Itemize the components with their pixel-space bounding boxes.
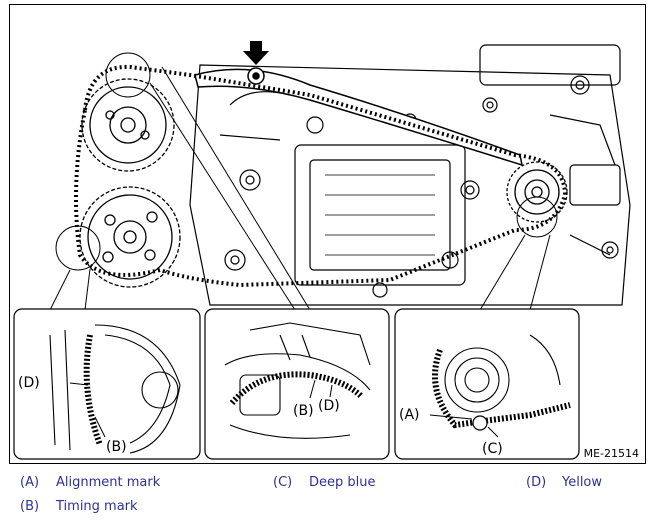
callout-d-mid: (D)	[318, 398, 340, 414]
camshaft-sprocket-upper	[81, 78, 175, 172]
legend-label: Alignment mark	[56, 475, 161, 490]
arrow-icon	[243, 41, 269, 65]
callout-c-right: (C)	[482, 441, 503, 457]
engine-block	[189, 44, 631, 306]
legend-item-d: (D) Yellow	[526, 475, 602, 490]
legend-label: Yellow	[562, 475, 603, 490]
legend-item-a: (A) Alignment mark	[20, 475, 160, 490]
crankshaft-sprocket	[506, 161, 568, 223]
legend-label: Timing mark	[56, 499, 138, 514]
engine-line-art: (D) (B) (B) (D)	[13, 41, 631, 460]
detail-panel-right: (A) (C)	[394, 308, 580, 460]
legend-label: Deep blue	[309, 475, 376, 490]
camshaft-sprocket-lower	[79, 186, 181, 288]
figure-id-label: ME-21514	[583, 447, 639, 460]
chain-guide	[194, 67, 523, 167]
detail-leader-lines	[49, 52, 558, 311]
legend: (A) Alignment mark (C) Deep blue (D) Yellow…	[0, 466, 654, 524]
detail-panel-left: (D) (B)	[13, 308, 201, 460]
legend-item-b: (B) Timing mark	[20, 499, 138, 514]
callout-a-right: (A)	[399, 407, 420, 423]
legend-item-c: (C) Deep blue	[273, 475, 376, 490]
legend-code: (C)	[273, 475, 293, 490]
legend-code: (D)	[526, 475, 547, 490]
timing-chain-diagram: (D) (B) (B) (D)	[9, 4, 646, 464]
callout-d-left: (D)	[18, 375, 40, 391]
legend-code: (B)	[20, 499, 40, 514]
legend-code: (A)	[20, 475, 40, 490]
callout-b-mid: (B)	[293, 403, 314, 419]
detail-panel-middle: (B) (D)	[204, 308, 390, 460]
callout-b-left: (B)	[106, 439, 127, 455]
